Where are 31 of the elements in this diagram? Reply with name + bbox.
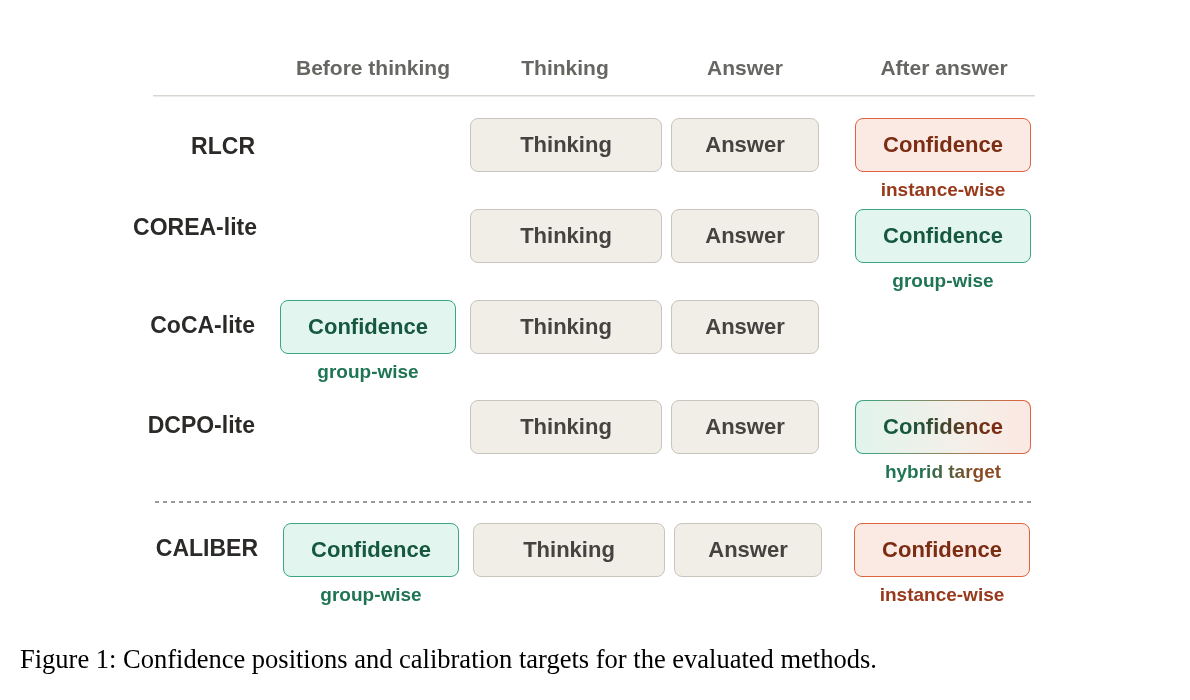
column-header: Thinking: [521, 55, 609, 81]
row-label: COREA-lite: [133, 213, 257, 242]
step-box: Thinking: [470, 300, 662, 354]
step-box: Answer: [674, 523, 822, 577]
row-label: DCPO-lite: [147, 411, 255, 440]
confidence-box: Confidence: [280, 300, 456, 354]
confidence-box: Confidence: [855, 400, 1031, 454]
target-label: instance-wise: [879, 583, 1005, 607]
row-label: RLCR: [191, 132, 255, 161]
row-label: CALIBER: [155, 534, 258, 563]
target-label: group-wise: [317, 360, 419, 384]
step-box: Answer: [671, 300, 819, 354]
step-box: Answer: [671, 118, 819, 172]
target-label: group-wise: [320, 583, 422, 607]
step-box: Thinking: [473, 523, 665, 577]
step-box: Answer: [671, 209, 819, 263]
step-box: Answer: [671, 400, 819, 454]
row-label: CoCA-lite: [150, 311, 255, 340]
step-box: Thinking: [470, 209, 662, 263]
column-header: After answer: [880, 55, 1008, 81]
confidence-box: Confidence: [855, 118, 1031, 172]
target-label: instance-wise: [880, 178, 1006, 202]
confidence-box: Confidence: [283, 523, 459, 577]
target-label: group-wise: [892, 269, 994, 293]
confidence-box: Confidence: [855, 209, 1031, 263]
figure-caption: Figure 1: Confidence positions and calibration targets for the evaluated methods.: [20, 643, 877, 676]
column-header: Answer: [707, 55, 783, 81]
column-header: Before thinking: [296, 55, 450, 81]
step-box: Thinking: [470, 118, 662, 172]
confidence-box: Confidence: [854, 523, 1030, 577]
step-box: Thinking: [470, 400, 662, 454]
